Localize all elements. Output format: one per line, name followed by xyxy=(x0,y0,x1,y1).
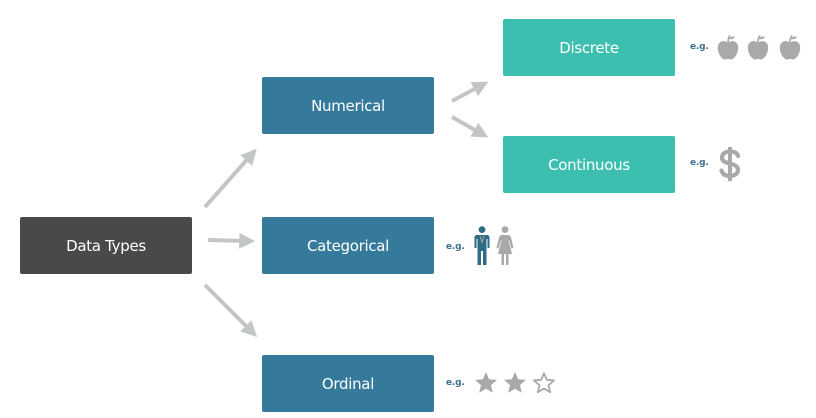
female-icon xyxy=(496,226,514,265)
node-categorical: Categorical xyxy=(262,217,434,274)
star-filled-icon xyxy=(475,372,497,393)
example-label-continuous: e.g. xyxy=(690,158,709,168)
node-ordinal: Ordinal xyxy=(262,355,434,412)
apple-icon xyxy=(747,34,769,60)
node-data-types: Data Types xyxy=(20,217,192,274)
star-outline-icon xyxy=(533,372,555,394)
example-label-categorical: e.g. xyxy=(446,242,465,252)
node-discrete-label: Discrete xyxy=(559,38,619,57)
arrow-numerical-to-continuous xyxy=(451,115,489,138)
node-continuous-label: Continuous xyxy=(548,155,630,174)
apple-icon xyxy=(717,34,739,60)
node-numerical-label: Numerical xyxy=(311,96,385,115)
example-label-discrete: e.g. xyxy=(690,42,709,52)
arrow-numerical-to-discrete xyxy=(451,81,489,103)
example-label-ordinal: e.g. xyxy=(446,378,465,388)
node-continuous: Continuous xyxy=(503,136,675,193)
node-ordinal-label: Ordinal xyxy=(321,374,375,393)
star-filled-icon xyxy=(504,372,526,393)
node-categorical-label: Categorical xyxy=(306,236,390,255)
arrow-root-to-numerical xyxy=(203,148,257,209)
male-icon xyxy=(474,226,490,265)
apple-icon xyxy=(779,34,801,60)
node-data-types-label: Data Types xyxy=(66,236,146,255)
node-discrete: Discrete xyxy=(503,19,675,76)
arrow-root-to-ordinal xyxy=(203,283,258,338)
node-numerical: Numerical xyxy=(262,77,434,134)
arrow-root-to-categorical xyxy=(207,232,256,249)
dollar-icon xyxy=(719,147,741,181)
